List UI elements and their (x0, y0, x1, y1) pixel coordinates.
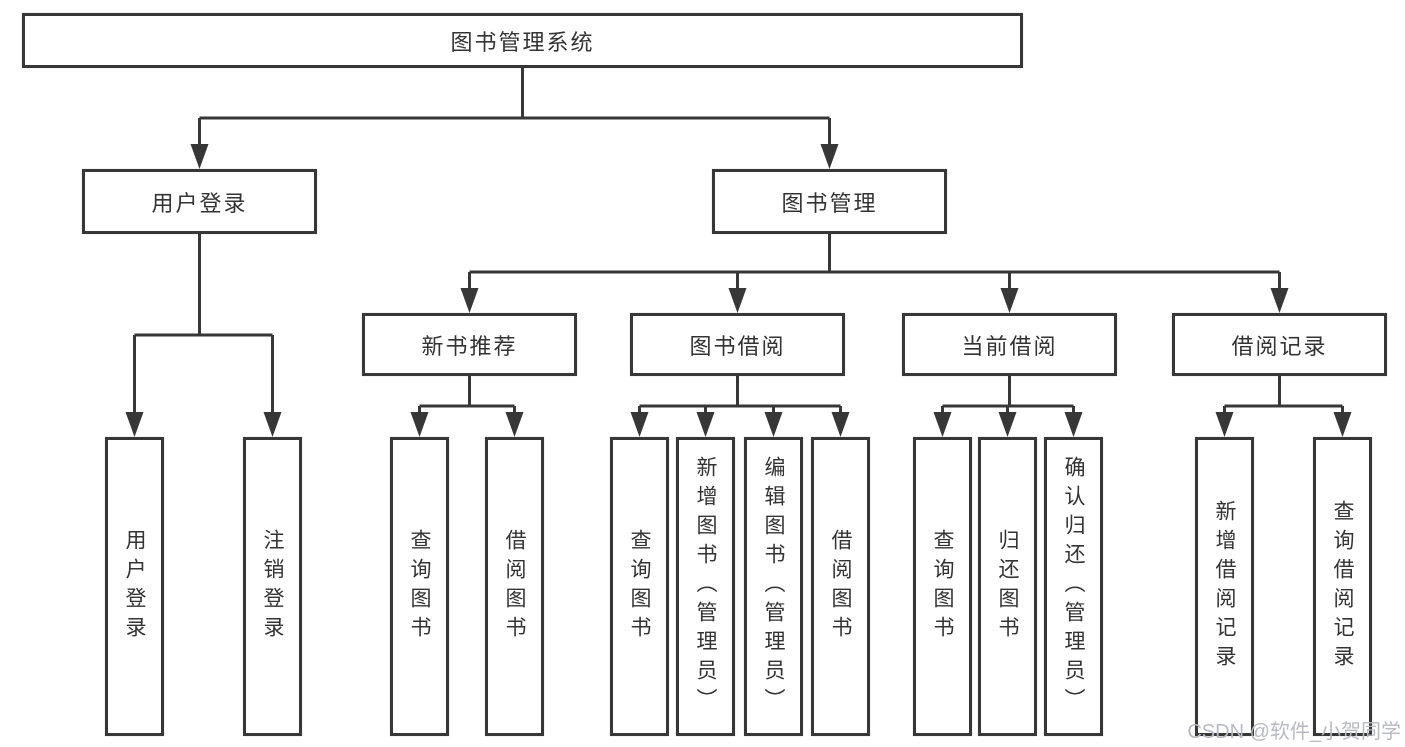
leaf-add-borrow-record: 新增借阅记录 (1195, 437, 1254, 736)
node-new-book-recommendation: 新书推荐 (362, 313, 577, 376)
node-label: 借阅记录 (1231, 333, 1328, 359)
arrow-icon (820, 144, 839, 169)
node-book-borrowing: 图书借阅 (630, 313, 845, 376)
node-book-management: 图书管理 (712, 169, 947, 234)
leaf-add-books-admin: 新增图书（管理员） (676, 437, 735, 736)
arrow-icon (505, 412, 524, 437)
node-library-management-system: 图书管理系统 (22, 13, 1023, 68)
node-label: 注销登录 (261, 528, 284, 645)
arrow-icon (764, 412, 783, 437)
csdn-watermark: CSDN @软件_小贺同学 (1187, 721, 1401, 743)
leaf-query-books-recommend: 查询图书 (390, 437, 449, 736)
arrow-icon (1215, 412, 1234, 437)
node-label: 当前借阅 (961, 333, 1058, 359)
node-label: 新增图书（管理员） (694, 456, 717, 717)
arrow-icon (728, 288, 747, 313)
leaf-borrow-books: 借阅图书 (811, 437, 870, 736)
leaf-query-books-current: 查询图书 (913, 437, 972, 736)
leaf-confirm-return-admin: 确认归还（管理员） (1044, 437, 1103, 736)
leaf-edit-books-admin: 编辑图书（管理员） (744, 437, 803, 736)
arrow-icon (460, 288, 479, 313)
node-user-login: 用户登录 (82, 169, 317, 234)
node-label: 确认归还（管理员） (1062, 456, 1085, 717)
arrow-icon (1000, 288, 1019, 313)
arrow-icon (1064, 412, 1083, 437)
arrow-icon (1333, 412, 1352, 437)
node-label: 查询借阅记录 (1331, 499, 1354, 674)
node-current-borrowing: 当前借阅 (902, 313, 1117, 376)
node-label: 借阅图书 (829, 528, 852, 645)
node-label: 图书管理 (781, 190, 878, 216)
leaf-return-books: 归还图书 (978, 437, 1037, 736)
node-label: 用户登录 (123, 528, 146, 645)
node-label: 查询图书 (931, 528, 954, 645)
arrow-icon (410, 412, 429, 437)
arrow-icon (1270, 288, 1289, 313)
leaf-query-books-borrowing: 查询图书 (610, 437, 669, 736)
leaf-query-borrow-record: 查询借阅记录 (1313, 437, 1372, 736)
node-label: 用户登录 (151, 190, 248, 216)
node-label: 图书管理系统 (450, 29, 595, 55)
node-label: 查询图书 (408, 528, 431, 645)
arrow-icon (998, 412, 1017, 437)
node-label: 借阅图书 (503, 528, 526, 645)
arrow-icon (190, 144, 209, 169)
node-label: 新增借阅记录 (1213, 499, 1236, 674)
node-label: 图书借阅 (689, 333, 786, 359)
arrow-icon (831, 412, 850, 437)
arrow-icon (630, 412, 649, 437)
connector-path (133, 68, 1344, 431)
leaf-logout: 注销登录 (243, 437, 302, 736)
node-label: 查询图书 (628, 528, 651, 645)
node-borrowing-records: 借阅记录 (1172, 313, 1387, 376)
arrow-icon (263, 412, 282, 437)
node-label: 新书推荐 (421, 333, 518, 359)
leaf-user-login: 用户登录 (105, 437, 164, 736)
node-label: 编辑图书（管理员） (762, 456, 785, 717)
node-label: 归还图书 (996, 528, 1019, 645)
arrow-icon (696, 412, 715, 437)
arrow-icon (125, 412, 144, 437)
arrow-icon (933, 412, 952, 437)
leaf-borrow-books-recommend: 借阅图书 (485, 437, 544, 736)
